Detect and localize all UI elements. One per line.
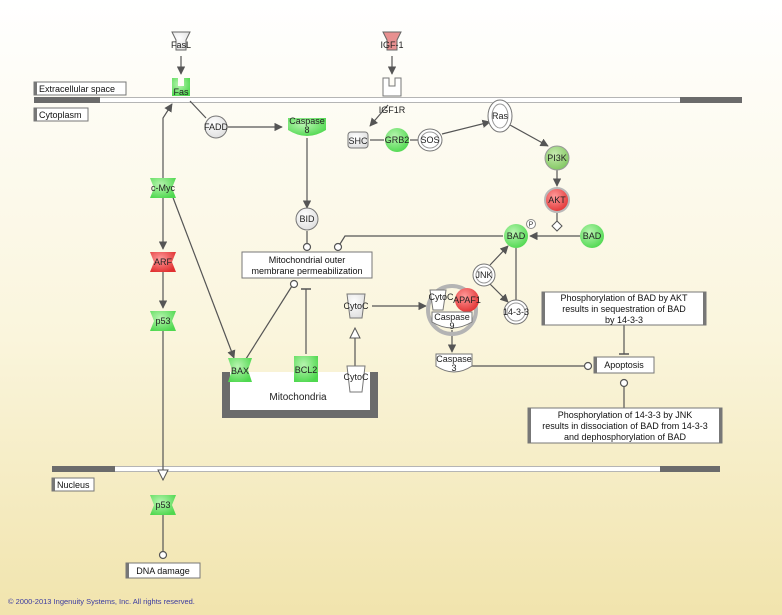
svg-text:Nucleus: Nucleus <box>57 480 90 490</box>
svg-text:P: P <box>529 222 534 229</box>
node-grb2[interactable]: GRB2 <box>385 128 410 152</box>
node-bad-main[interactable]: BAD P <box>504 219 536 249</box>
svg-text:IGF1R: IGF1R <box>379 105 406 115</box>
node-cytoc-cytoplasm[interactable]: CytoC <box>343 293 369 319</box>
svg-text:AKT: AKT <box>548 195 566 205</box>
node-p53-cytoplasm[interactable]: p53 <box>150 311 176 331</box>
svg-text:CytoC: CytoC <box>428 292 454 302</box>
apoptosome-complex <box>426 284 478 336</box>
node-14-3-3[interactable]: 14-3-3 <box>503 299 529 325</box>
svg-text:JNK: JNK <box>475 270 492 280</box>
svg-text:c-Myc: c-Myc <box>151 183 175 193</box>
svg-text:Fas: Fas <box>173 87 189 97</box>
region-label-nucleus: Nucleus <box>51 477 95 492</box>
node-ras[interactable]: Ras <box>487 99 513 133</box>
svg-text:Apoptosis: Apoptosis <box>604 360 644 370</box>
region-label-cytoplasm: Cytoplasm <box>33 107 89 122</box>
node-fadd[interactable]: FADD <box>204 115 229 139</box>
node-p53-nucleus[interactable]: p53 <box>150 495 176 515</box>
mitochondria-compartment: Mitochondria <box>222 372 378 418</box>
node-sos[interactable]: SOS <box>417 128 443 152</box>
svg-text:FADD: FADD <box>204 122 229 132</box>
svg-text:SOS: SOS <box>420 135 439 145</box>
copyright: © 2000-2013 Ingenuity Systems, Inc. All … <box>8 597 195 606</box>
svg-text:Phosphorylation of 14-3-3 by J: Phosphorylation of 14-3-3 by JNKresults … <box>542 410 708 442</box>
region-label-extracellular: Extracellular space <box>33 81 127 96</box>
svg-text:14-3-3: 14-3-3 <box>503 307 529 317</box>
svg-text:FasL: FasL <box>171 40 191 50</box>
svg-text:BAD: BAD <box>583 231 602 241</box>
svg-text:DNA damage: DNA damage <box>136 566 190 576</box>
node-jnk[interactable]: JNK <box>472 263 496 287</box>
node-pi3k[interactable]: PI3K <box>544 145 570 171</box>
svg-text:Extracellular space: Extracellular space <box>39 84 115 94</box>
svg-text:BID: BID <box>299 214 315 224</box>
svg-text:BAX: BAX <box>231 366 249 376</box>
svg-text:BAD: BAD <box>507 231 526 241</box>
plasma-membrane <box>34 97 742 103</box>
svg-text:APAF1: APAF1 <box>453 295 481 305</box>
node-bcl2[interactable]: BCL2 <box>294 356 318 382</box>
node-bad-second[interactable]: BAD <box>580 224 604 248</box>
node-cytoc-mitochondria[interactable]: CytoC <box>343 365 369 393</box>
node-akt[interactable]: AKT <box>544 187 570 213</box>
node-igf1[interactable]: IGF-1 <box>380 31 404 51</box>
node-fasl[interactable]: FasL <box>171 31 191 51</box>
node-igf1r[interactable]: IGF1R <box>379 77 406 115</box>
svg-text:p53: p53 <box>155 500 170 510</box>
node-apaf1[interactable]: APAF1 <box>453 288 481 312</box>
svg-text:SHC: SHC <box>348 136 368 146</box>
svg-text:CytoC: CytoC <box>343 372 369 382</box>
process-dna-damage[interactable]: DNA damage <box>125 562 201 579</box>
svg-text:ARF: ARF <box>154 257 173 267</box>
node-cytoc-complex[interactable]: CytoC <box>428 289 454 311</box>
node-bax[interactable]: BAX <box>228 358 252 382</box>
svg-text:IGF-1: IGF-1 <box>380 40 403 50</box>
svg-text:PI3K: PI3K <box>547 153 567 163</box>
nuclear-membrane <box>52 466 720 472</box>
node-cmyc[interactable]: c-Myc <box>150 178 176 198</box>
svg-text:p53: p53 <box>155 316 170 326</box>
svg-text:Mitochondria: Mitochondria <box>269 392 327 403</box>
process-apoptosis[interactable]: Apoptosis <box>593 356 655 374</box>
node-fas[interactable]: Fas <box>172 78 190 97</box>
svg-text:CytoC: CytoC <box>343 301 369 311</box>
edges <box>160 56 629 560</box>
node-bid[interactable]: BID <box>295 207 319 231</box>
svg-text:BCL2: BCL2 <box>295 365 318 375</box>
svg-text:Ras: Ras <box>492 111 509 121</box>
node-shc[interactable]: SHC <box>347 131 369 149</box>
svg-text:Cytoplasm: Cytoplasm <box>39 110 82 120</box>
svg-text:GRB2: GRB2 <box>385 135 410 145</box>
node-arf[interactable]: ARF <box>150 252 176 272</box>
